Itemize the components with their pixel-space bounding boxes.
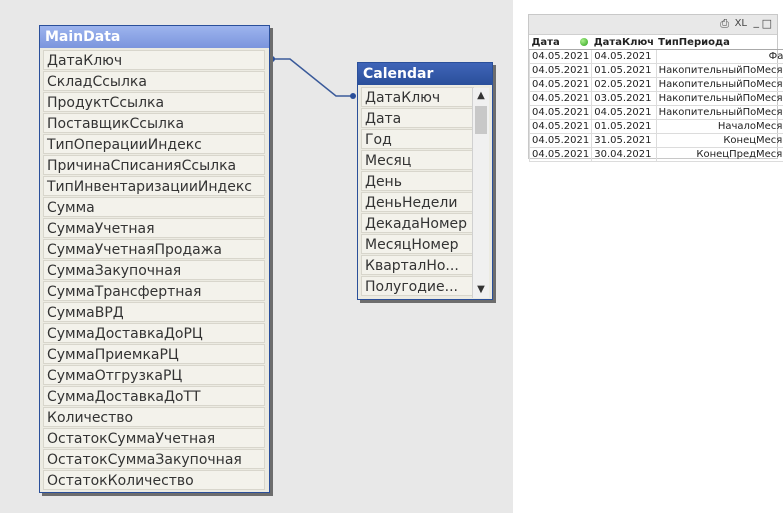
table-cell[interactable]: 04.05.2021 <box>591 49 657 64</box>
table-header-row: Дата ДатаКлюч ТипПериода <box>529 35 783 50</box>
field-item[interactable]: ДеньНедели <box>361 192 474 212</box>
field-item[interactable]: Год <box>361 129 474 149</box>
field-item[interactable]: ПродуктСсылка <box>43 92 265 112</box>
table-cell[interactable]: НачалоМесяца <box>655 119 783 134</box>
table-cell[interactable]: НакопительныйПоМесяцу <box>655 77 783 92</box>
maximize-icon[interactable]: □ <box>761 17 772 30</box>
column-header-datekey[interactable]: ДатаКлюч <box>591 35 657 50</box>
field-item[interactable]: СуммаУчетнаяПродажа <box>43 239 265 259</box>
table-cell[interactable]: 04.05.2021 <box>528 119 593 134</box>
column-header-periodtype[interactable]: ТипПериода <box>656 35 783 50</box>
calendar-title[interactable]: Calendar <box>358 63 492 85</box>
scroll-thumb[interactable] <box>475 106 487 134</box>
field-item[interactable]: ПоставщикСсылка <box>43 113 265 133</box>
field-item[interactable]: КварталНо... <box>361 255 474 275</box>
table-cell[interactable]: 04.05.2021 <box>528 147 593 162</box>
column-header-date[interactable]: Дата <box>529 35 592 50</box>
table-cell[interactable]: 04.05.2021 <box>528 133 593 148</box>
field-item[interactable]: ПричинаСписанияСсылка <box>43 155 265 175</box>
field-item[interactable]: ДатаКлюч <box>43 50 265 70</box>
field-item[interactable]: ОстатокКоличество <box>43 470 265 490</box>
table-cell[interactable]: 30.04.2021 <box>591 147 657 162</box>
table-cell[interactable]: 04.05.2021 <box>528 105 593 120</box>
field-item[interactable]: ДекадаНомер <box>361 213 474 233</box>
table-box-panel[interactable]: ⎙ XL _ □ Дата ДатаКлюч ТипПериода 04.05.… <box>528 14 783 162</box>
table-cell[interactable]: 01.05.2021 <box>591 119 657 134</box>
maindata-title[interactable]: MainData <box>40 26 269 48</box>
table-cell[interactable]: 04.05.2021 <box>528 77 593 92</box>
table-body: 04.05.202104.05.2021Факт04.05.202101.05.… <box>528 49 783 162</box>
table-cell[interactable]: 04.05.2021 <box>528 49 593 64</box>
key-link-connector <box>269 56 356 99</box>
field-item[interactable]: СуммаТрансфертная <box>43 281 265 301</box>
field-item[interactable]: СуммаПриемкаРЦ <box>43 344 265 364</box>
field-item[interactable]: ТипОперацииИндекс <box>43 134 265 154</box>
field-item[interactable]: Месяц <box>361 150 474 170</box>
table-cell[interactable]: НакопительныйПоМесяцу <box>655 105 783 120</box>
table-cell[interactable]: КонецМесяца <box>655 133 783 148</box>
excel-export-icon[interactable]: XL <box>734 18 747 29</box>
field-item[interactable]: Количество <box>43 407 265 427</box>
field-item[interactable]: ДатаКлюч <box>361 87 474 107</box>
table-cell[interactable]: 04.05.2021 <box>591 105 657 120</box>
field-item[interactable]: СкладСсылка <box>43 71 265 91</box>
field-item[interactable]: Сумма <box>43 197 265 217</box>
field-item[interactable]: ОстатокСуммаУчетная <box>43 428 265 448</box>
field-item[interactable]: МесяцНомер <box>361 234 474 254</box>
chevron-up-icon[interactable]: ▲ <box>477 90 485 101</box>
table-cell[interactable]: НакопительныйПоМесяцу <box>655 91 783 106</box>
field-item[interactable]: СуммаОтгрузкаРЦ <box>43 365 265 385</box>
field-item[interactable]: ОстатокСуммаЗакупочная <box>43 449 265 469</box>
print-icon[interactable]: ⎙ <box>720 17 729 30</box>
field-item[interactable]: СуммаДоставкаДоТТ <box>43 386 265 406</box>
table-cell[interactable]: 04.05.2021 <box>528 63 593 78</box>
field-item[interactable]: СуммаВРД <box>43 302 265 322</box>
field-item[interactable]: Полугодие... <box>361 276 474 296</box>
field-item[interactable]: СуммаУчетная <box>43 218 265 238</box>
field-item[interactable]: ТипИнвентаризацииИндекс <box>43 176 265 196</box>
field-item[interactable]: СуммаДоставкаДоРЦ <box>43 323 265 343</box>
calendar-scrollbar[interactable]: ▲ ▼ <box>472 88 489 298</box>
table-cell[interactable]: Факт <box>655 49 783 64</box>
chevron-down-icon[interactable]: ▼ <box>477 284 485 295</box>
field-item[interactable]: День <box>361 171 474 191</box>
table-cell[interactable]: 04.05.2021 <box>528 91 593 106</box>
table-cell[interactable]: 31.05.2021 <box>591 133 657 148</box>
minimize-icon[interactable]: _ <box>753 15 760 28</box>
field-item[interactable]: Дата <box>361 108 474 128</box>
table-cell[interactable]: 01.05.2021 <box>591 63 657 78</box>
table-cell[interactable]: НакопительныйПоМесяцу <box>655 63 783 78</box>
table-cell[interactable]: 02.05.2021 <box>591 77 657 92</box>
green-dot-icon <box>579 37 588 46</box>
table-cell[interactable]: КонецПредМесяца <box>655 147 783 162</box>
field-item[interactable]: СуммаЗакупочная <box>43 260 265 280</box>
panel-caption-bar: ⎙ XL _ □ <box>529 15 777 35</box>
table-cell[interactable]: 03.05.2021 <box>591 91 657 106</box>
